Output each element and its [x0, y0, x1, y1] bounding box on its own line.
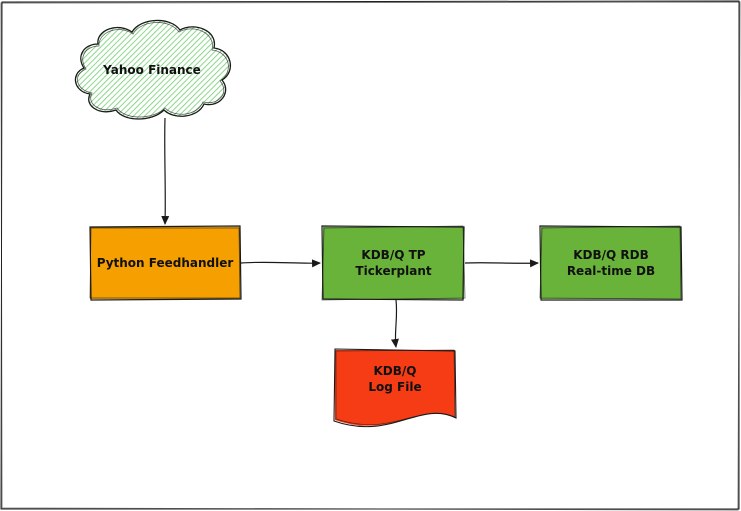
tickerplant-line2: Tickerplant: [355, 264, 432, 278]
python-feedhandler-text: Python Feedhandler: [96, 255, 234, 270]
arrow-yahoo-to-feedhandler: [161, 117, 170, 225]
tickerplant-line1: KDB/Q TP: [361, 247, 426, 262]
tickerplant-box[interactable]: [321, 225, 466, 301]
log-file-document[interactable]: [333, 348, 457, 428]
rdb-line1: KDB/Q RDB: [573, 247, 649, 262]
arrow-tickerplant-to-logfile: [390, 299, 399, 348]
yahoo-finance-cloud[interactable]: [74, 19, 232, 120]
log-file-line2: Log File: [368, 380, 422, 394]
python-feedhandler-label: Python Feedhandler: [90, 227, 240, 299]
rdb-label: KDB/Q RDB Real-time DB: [541, 227, 681, 299]
python-feedhandler-box[interactable]: [89, 225, 242, 301]
rdb-box[interactable]: [539, 225, 683, 301]
arrow-feedhandler-to-tickerplant: [240, 259, 321, 268]
yahoo-finance-label: Yahoo Finance: [92, 58, 212, 82]
edges: [161, 117, 539, 348]
tickerplant-label: KDB/Q TP Tickerplant: [323, 227, 464, 299]
arrow-tickerplant-to-rdb: [464, 259, 539, 268]
rdb-line2: Real-time DB: [566, 264, 656, 278]
log-file-line1: KDB/Q: [373, 363, 417, 378]
log-file-label: KDB/Q Log File: [335, 354, 455, 404]
yahoo-finance-text: Yahoo Finance: [103, 62, 201, 77]
